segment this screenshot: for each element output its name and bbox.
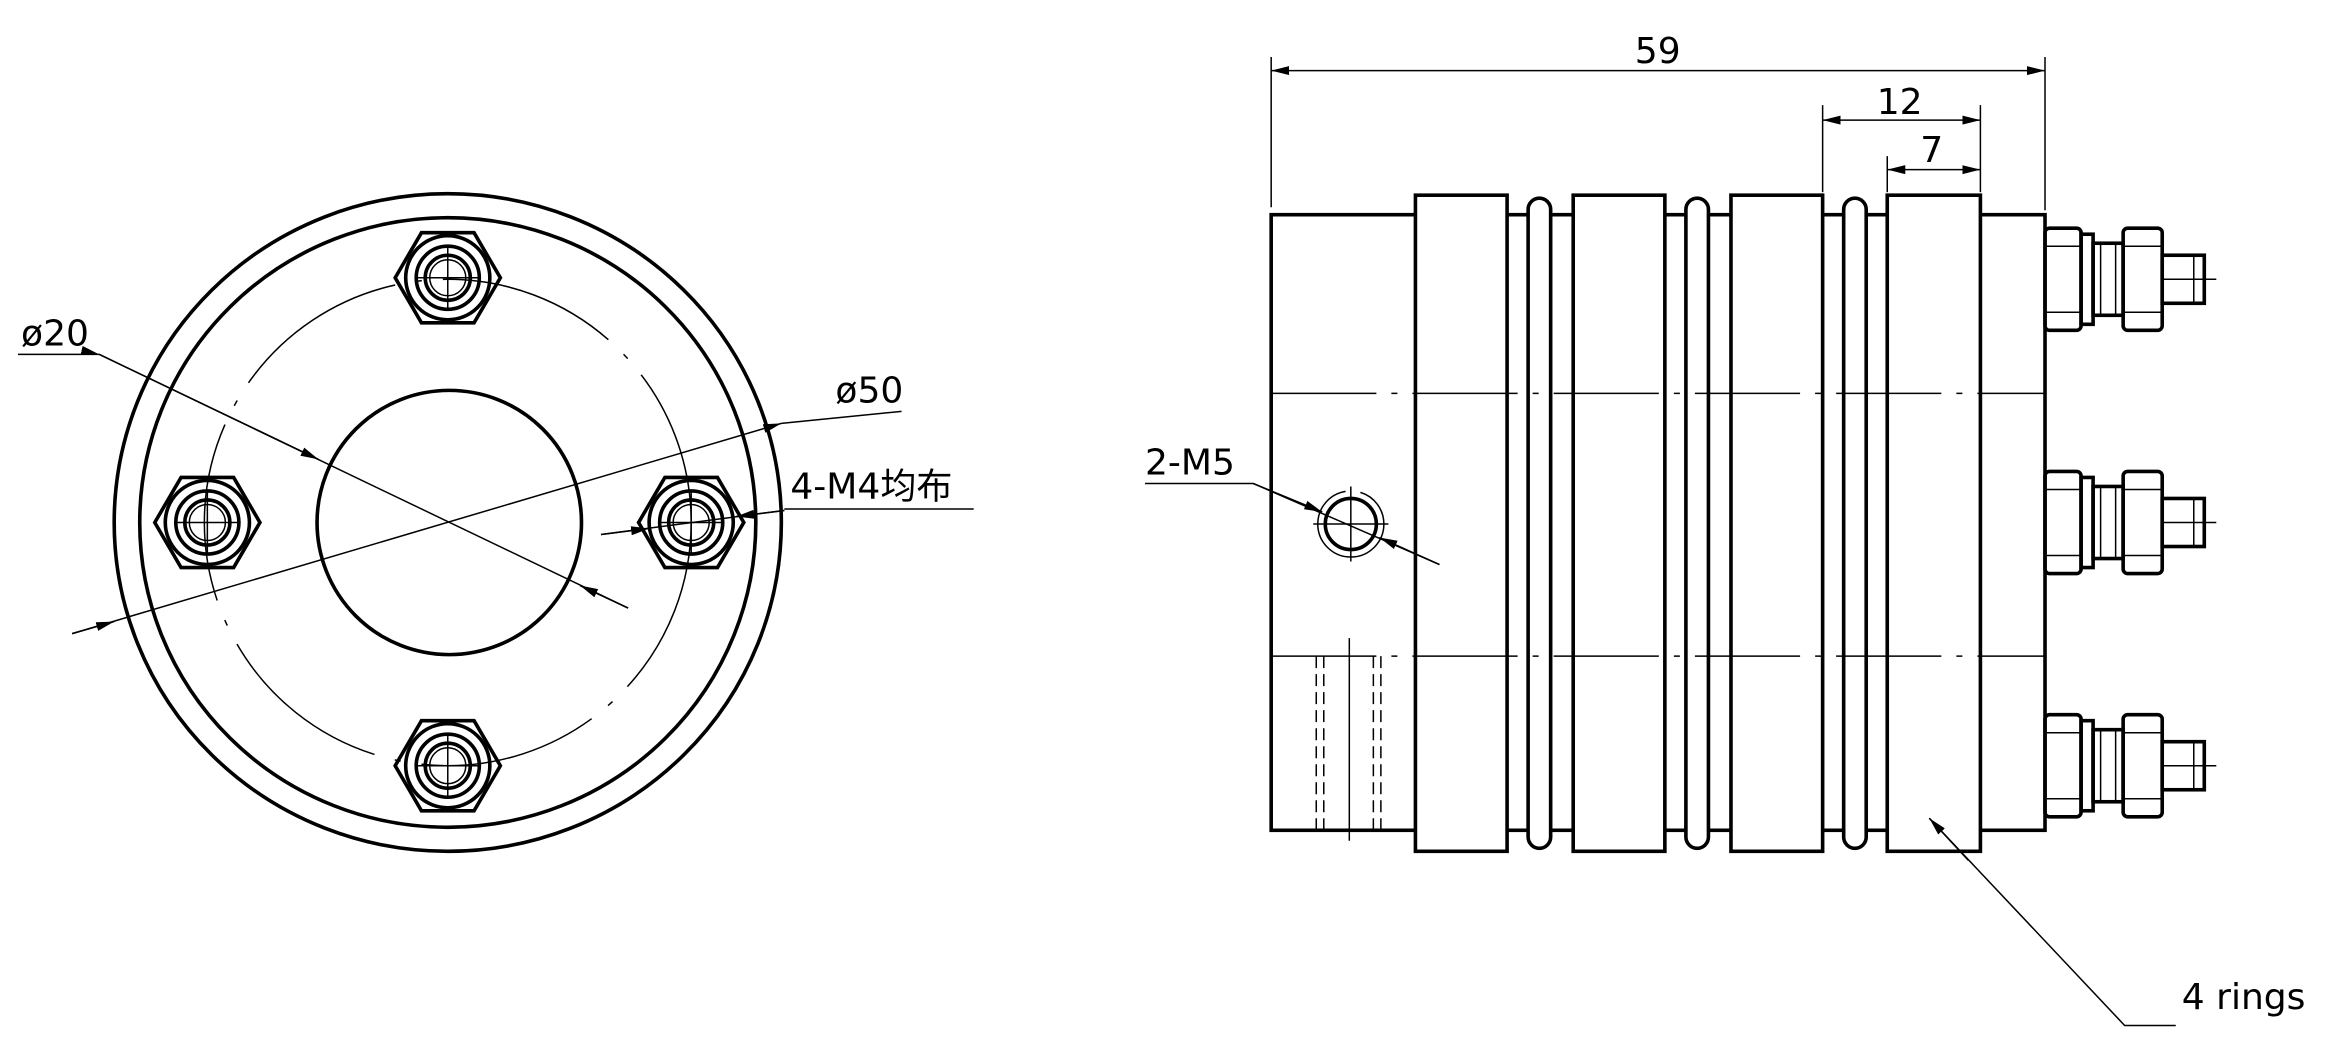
outer-flange-circle [112, 191, 784, 854]
ring-width-label: 7 [1920, 130, 1943, 171]
hex-nut-bottom [393, 718, 503, 813]
bore-circle [315, 388, 584, 657]
outer-diameter-label: ø50 [835, 370, 903, 411]
front-view: ø20 ø50 4-M4均布 [18, 191, 974, 854]
set-screws-label: 2-M5 [1145, 442, 1235, 483]
brush-groove-2 [1684, 196, 1711, 851]
hex-nut-top [393, 230, 503, 325]
bore-diameter-label: ø20 [21, 313, 89, 354]
terminal-middle [2043, 469, 2219, 576]
rings-leader [1928, 817, 2176, 1027]
brush-groove-3 [1841, 196, 1869, 851]
ring-offset-label: 12 [1877, 82, 1923, 123]
side-view: 2-M5 59 12 7 4 rings [1144, 31, 2306, 1027]
brush-groove-1 [1526, 196, 1553, 851]
hex-nut-left [152, 475, 262, 570]
rings-label: 4 rings [2182, 977, 2306, 1018]
set-screw-leader [1144, 482, 1440, 566]
ring-4 [1885, 193, 1983, 854]
outer-dimension-line [71, 422, 782, 635]
terminal-bottom [2043, 712, 2219, 819]
total-length-label: 59 [1635, 31, 1681, 72]
ring-3 [1729, 193, 1825, 854]
mount-holes-label: 4-M4均布 [790, 466, 952, 507]
inner-flange-circle [137, 215, 758, 830]
terminal-top [2043, 226, 2219, 333]
ring-1 [1413, 193, 1509, 854]
ring-2 [1571, 193, 1667, 854]
